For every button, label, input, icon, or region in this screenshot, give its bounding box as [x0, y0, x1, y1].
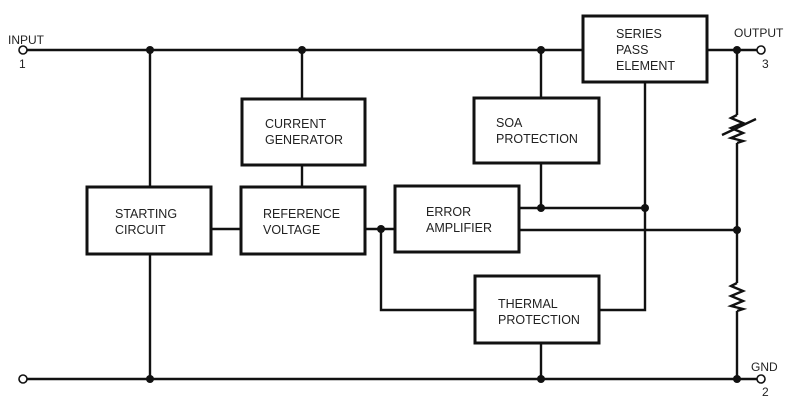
starting-circuit-block: STARTING CIRCUIT: [85, 185, 213, 256]
junction-dot: [377, 225, 385, 233]
junction-dot: [537, 46, 545, 54]
resistor-icon: [727, 281, 748, 313]
junction-dot: [733, 226, 741, 234]
current-generator-block: CURRENT GENERATOR: [240, 97, 367, 167]
error-amplifier-line-2: AMPLIFIER: [426, 221, 492, 235]
reference-voltage-line-2: VOLTAGE: [263, 223, 320, 237]
junction-dot: [733, 375, 741, 383]
reference-voltage-block: REFERENCE VOLTAGE: [239, 185, 367, 256]
series-pass-line-3: ELEMENT: [616, 59, 675, 73]
current-generator-line-1: CURRENT: [265, 117, 326, 131]
junction-dot: [537, 204, 545, 212]
variable-resistor-icon: [727, 113, 748, 145]
junction-dot: [146, 46, 154, 54]
junction-dot: [146, 375, 154, 383]
series-pass-line-1: SERIES: [616, 27, 662, 41]
gnd-pin-number: 2: [762, 385, 769, 399]
thermal-protection-line-1: THERMAL: [498, 297, 558, 311]
output-terminal-label: OUTPUT: [734, 26, 784, 40]
current-generator-line-2: GENERATOR: [265, 133, 343, 147]
starting-circuit-line-2: CIRCUIT: [115, 223, 166, 237]
thermal-protection-block: THERMAL PROTECTION: [473, 274, 601, 345]
starting-circuit-line-1: STARTING: [115, 207, 177, 221]
gnd-terminal-label: GND: [751, 360, 778, 374]
error-amplifier-block: ERROR AMPLIFIER: [393, 184, 521, 254]
junction-dot: [641, 204, 649, 212]
soa-protection-block: SOA PROTECTION: [472, 96, 601, 165]
error-amplifier-line-1: ERROR: [426, 205, 471, 219]
soa-protection-line-2: PROTECTION: [496, 132, 578, 146]
series-pass-line-2: PASS: [616, 43, 648, 57]
wire-ref-to-thermal: [379, 229, 475, 312]
wire-series-pass-to-thermal: [599, 82, 647, 312]
ground-left-terminal-icon: [18, 374, 28, 384]
junction-dot: [537, 375, 545, 383]
output-pin-number: 3: [762, 57, 769, 71]
output-terminal-icon: [756, 45, 766, 55]
series-pass-element-block: SERIES PASS ELEMENT: [581, 14, 709, 84]
gnd-terminal-icon: [756, 374, 766, 384]
soa-protection-line-1: SOA: [496, 116, 523, 130]
variable-resistor-arrow-icon: [721, 117, 757, 137]
reference-voltage-line-1: REFERENCE: [263, 207, 340, 221]
input-terminal-icon: [18, 45, 28, 55]
junction-dot: [733, 46, 741, 54]
thermal-protection-line-2: PROTECTION: [498, 313, 580, 327]
input-terminal-label: INPUT: [8, 33, 45, 47]
input-pin-number: 1: [19, 57, 26, 71]
junction-dot: [298, 46, 306, 54]
